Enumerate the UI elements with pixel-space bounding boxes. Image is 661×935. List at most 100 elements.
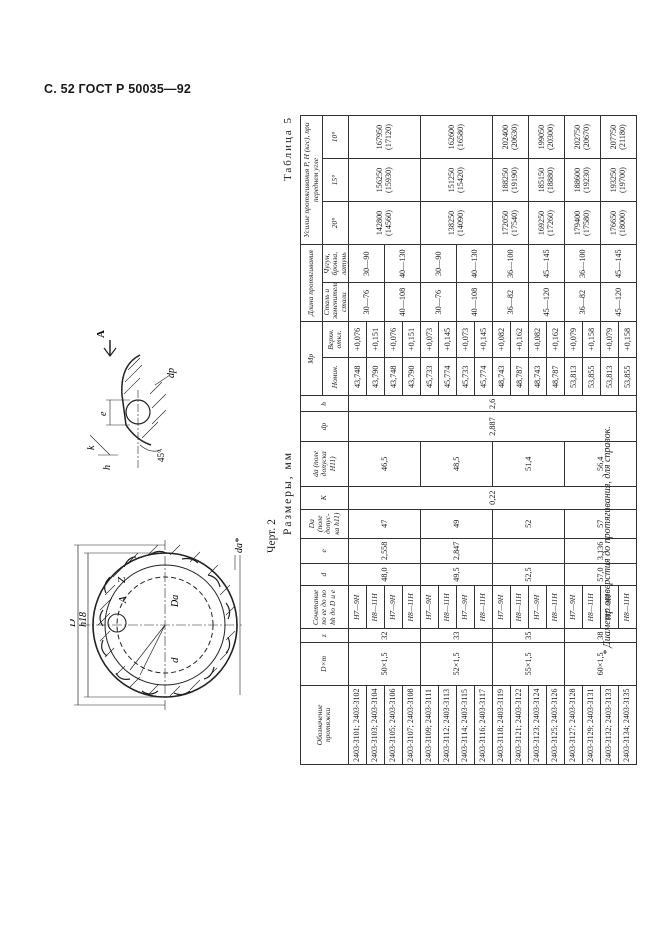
row-name: 2403-3121; 2403-3122 bbox=[510, 685, 529, 765]
cell-f10: 202400 (20630) bbox=[492, 115, 529, 159]
cell-da-outer: 57 bbox=[564, 509, 637, 539]
cell-e: 2,558 bbox=[348, 538, 421, 564]
label-D: D bbox=[70, 619, 78, 628]
cell-da: 48,5 bbox=[420, 441, 493, 487]
cell-dxm: 55×1,5 bbox=[492, 642, 565, 686]
cell-len-steel: 30—76 bbox=[420, 282, 457, 322]
label-da: da* bbox=[234, 538, 245, 553]
cell-nom: 43,790 bbox=[402, 357, 421, 396]
cell-nom: 45,733 bbox=[420, 357, 439, 396]
header-k: K bbox=[300, 486, 349, 510]
label-h: h bbox=[102, 465, 113, 470]
header-fit: Сочетание по ее до по hh до D и e bbox=[300, 585, 349, 629]
cell-da-outer: 49 bbox=[420, 509, 493, 539]
header-da-outer: Da (поле допус- ка h11) bbox=[300, 509, 349, 539]
cell-da-outer: 47 bbox=[348, 509, 421, 539]
row-name: 2403-3103; 2403-3104 bbox=[366, 685, 385, 765]
header-name: Обозначение протяжки bbox=[300, 685, 349, 765]
detail-a-drawing: А e k h dp 45° bbox=[86, 330, 177, 470]
cell-fit: H7—9H bbox=[384, 585, 403, 629]
cell-len-cast: 36—100 bbox=[564, 244, 601, 283]
cell-nom: 53,813 bbox=[600, 357, 619, 396]
cell-f10: 207750 (21180) bbox=[600, 115, 637, 159]
header-dxm: D×m bbox=[300, 642, 349, 686]
cell-nom: 53,813 bbox=[564, 357, 583, 396]
label-h18: h18 bbox=[78, 612, 89, 627]
cell-len-cast: 30—90 bbox=[420, 244, 457, 283]
cell-f10: 202750 (20670) bbox=[564, 115, 601, 159]
cell-z: 38 bbox=[564, 628, 637, 643]
row-name: 2403-3127; 2403-3128 bbox=[564, 685, 583, 765]
cell-fit: H8—11H bbox=[618, 585, 637, 629]
cell-nom: 43,748 bbox=[384, 357, 403, 396]
cell-nom: 48,743 bbox=[528, 357, 547, 396]
cell-f10: 162600 (16580) bbox=[420, 115, 493, 159]
cell-fit: H7—9H bbox=[564, 585, 583, 629]
cell-len-cast: 45—145 bbox=[600, 244, 637, 283]
cell-d: 52,5 bbox=[492, 563, 565, 586]
cell-len-steel: 36—82 bbox=[564, 282, 601, 322]
label-angle: 45° bbox=[156, 449, 166, 462]
cell-len-steel: 30—76 bbox=[348, 282, 385, 322]
row-name: 2403-3129; 2403-3131 bbox=[582, 685, 601, 765]
cell-nom: 48,787 bbox=[546, 357, 565, 396]
cell-fit: H7—9H bbox=[492, 585, 511, 629]
cell-dxm: 60×1,5 bbox=[564, 642, 637, 686]
cell-f15: 188250 (19190) bbox=[492, 158, 529, 202]
cell-nom: 53,855 bbox=[618, 357, 637, 396]
cell-dev: +0,145 bbox=[438, 321, 457, 358]
cell-dev: +0,158 bbox=[582, 321, 601, 358]
label-d: d bbox=[169, 657, 181, 663]
header-length: Длина протягивания bbox=[300, 244, 323, 322]
cell-fit: H8—11H bbox=[582, 585, 601, 629]
cell-nom: 45,733 bbox=[456, 357, 475, 396]
cell-dev: +0,076 bbox=[348, 321, 367, 358]
cell-da: 51,4 bbox=[492, 441, 565, 487]
cell-f15: 185150 (18880) bbox=[528, 158, 565, 202]
cell-z: 33 bbox=[420, 628, 493, 643]
cell-len-cast: 40—130 bbox=[456, 244, 493, 283]
cell-nom: 45,774 bbox=[474, 357, 493, 396]
header-dp: dp bbox=[300, 411, 349, 442]
cell-da-outer: 52 bbox=[492, 509, 565, 539]
cell-dev: +0,151 bbox=[366, 321, 385, 358]
cell-len-steel: 36—82 bbox=[492, 282, 529, 322]
header-f20: 20° bbox=[322, 201, 349, 245]
header-force: Усилие протягивания P, Н (кгс), при пере… bbox=[300, 115, 323, 245]
cell-len-steel: 40—108 bbox=[384, 282, 421, 322]
cell-len-cast: 40—130 bbox=[384, 244, 421, 283]
cell-z: 35 bbox=[492, 628, 565, 643]
cell-f15: 193250 (19700) bbox=[600, 158, 637, 202]
table-label: Таблица 5 bbox=[282, 116, 294, 182]
figure-caption: Черт. 2 bbox=[266, 519, 278, 553]
header-len-steel: Сталь и заменители стали bbox=[322, 282, 349, 322]
cell-len-steel: 40—108 bbox=[456, 282, 493, 322]
footnote: * Диаметр отверстия до протягивания, для… bbox=[602, 426, 613, 655]
cell-fit: H7—9H bbox=[528, 585, 547, 629]
header-mp: Mр bbox=[300, 321, 323, 396]
cell-dp: 2,887 bbox=[348, 411, 637, 442]
cell-f10: 167950 (17120) bbox=[348, 115, 421, 159]
cell-e: 2,847 bbox=[420, 538, 493, 564]
label-A: A bbox=[117, 596, 129, 604]
header-dev: Верхн. откл. bbox=[322, 321, 349, 358]
row-name: 2403-3116; 2403-3117 bbox=[474, 685, 493, 765]
header-d: d bbox=[300, 563, 349, 586]
cell-f20: 138250 (14090) bbox=[420, 201, 493, 245]
header-e: e bbox=[300, 538, 349, 564]
cell-len-cast: 36—100 bbox=[492, 244, 529, 283]
cell-dev: +0,162 bbox=[510, 321, 529, 358]
label-dp: dp bbox=[166, 368, 177, 378]
row-name: 2403-3118; 2403-3119 bbox=[492, 685, 511, 765]
row-name: 2403-3123; 2403-3124 bbox=[528, 685, 547, 765]
row-name: 2403-3101; 2403-3102 bbox=[348, 685, 367, 765]
cell-nom: 43,748 bbox=[348, 357, 367, 396]
cell-fit: H8—11H bbox=[402, 585, 421, 629]
row-name: 2403-3109; 2403-3111 bbox=[420, 685, 439, 765]
header-f15: 15° bbox=[322, 158, 349, 202]
cell-k: 0,22 bbox=[348, 486, 637, 510]
cell-fit: H8—11H bbox=[366, 585, 385, 629]
row-name: 2403-3134; 2403-3135 bbox=[618, 685, 637, 765]
cell-f15: 188600 (19230) bbox=[564, 158, 601, 202]
